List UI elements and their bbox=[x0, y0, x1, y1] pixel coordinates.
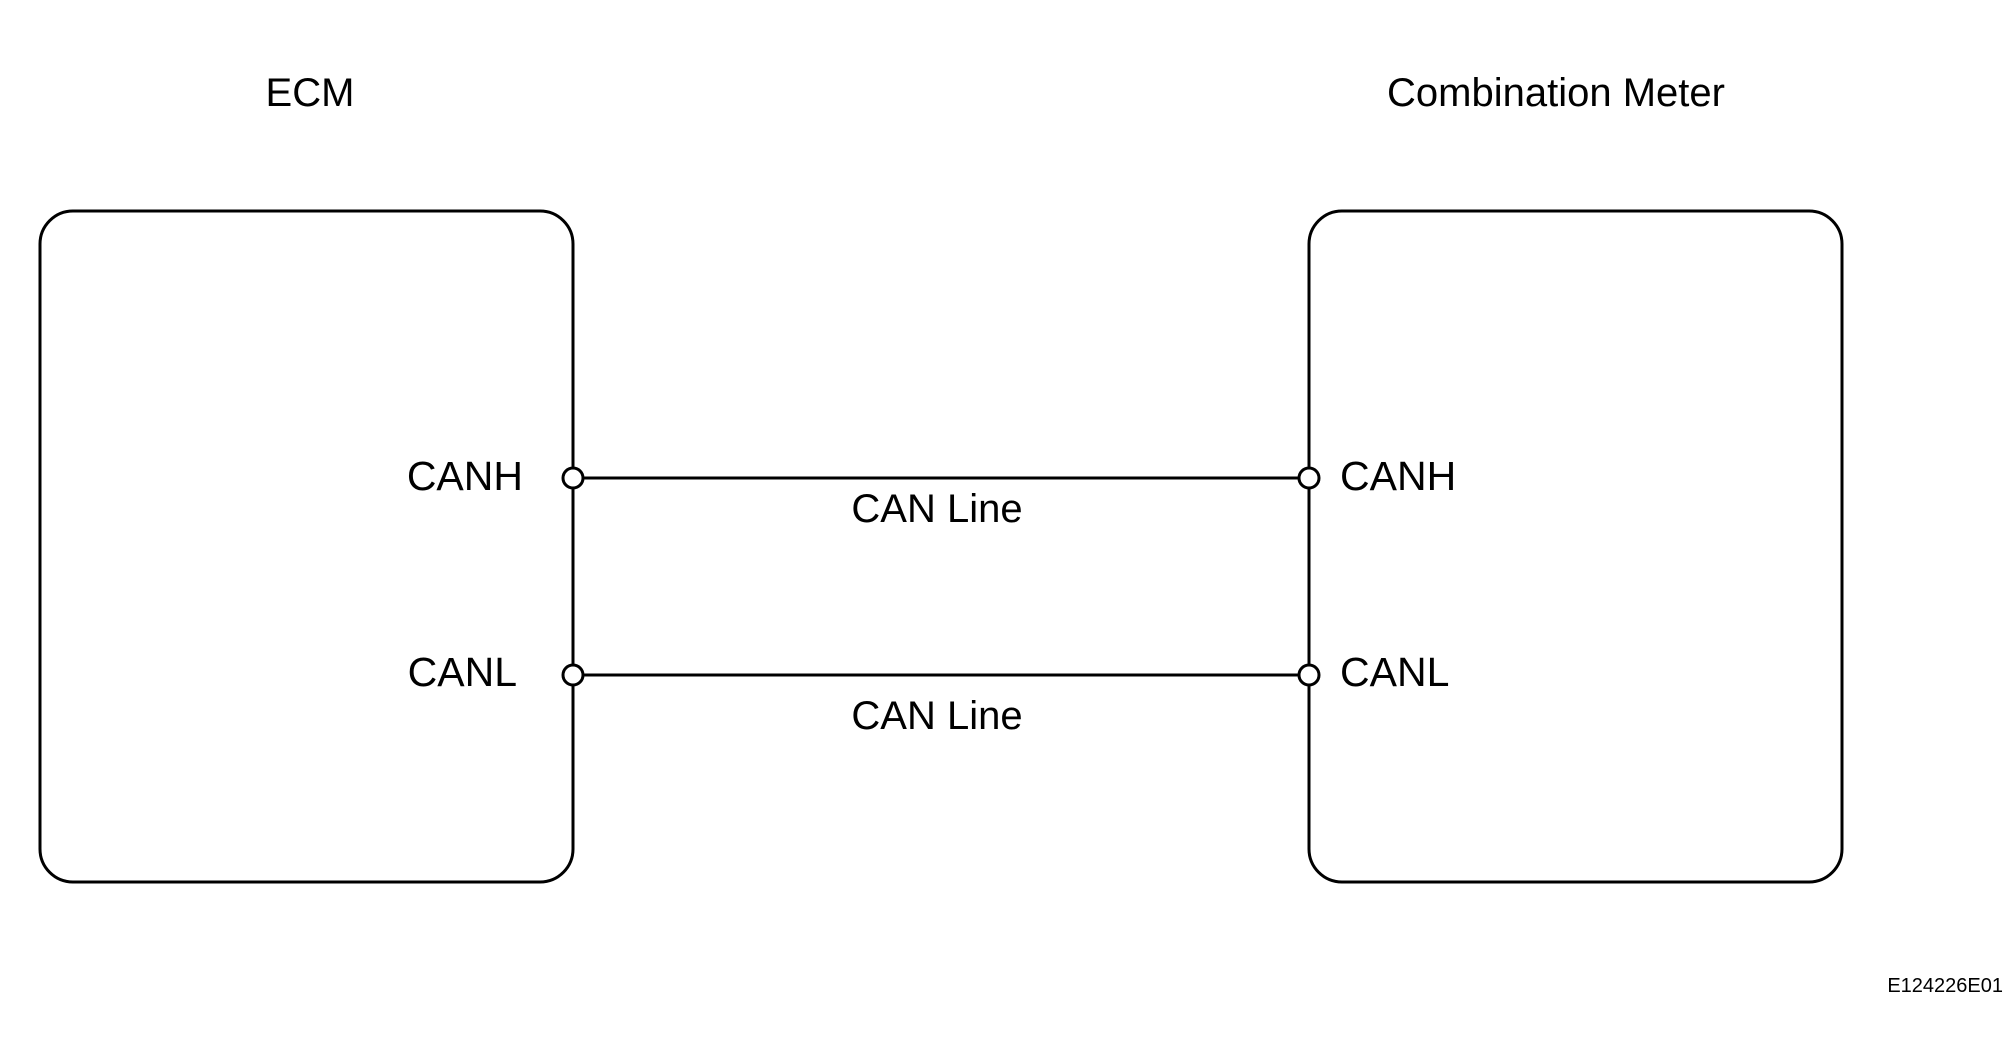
meter-canh-pin-label: CANH bbox=[1340, 453, 1456, 499]
ecm-box bbox=[38, 209, 575, 884]
ecm-canl-pin-label: CANL bbox=[408, 649, 517, 695]
ecm-canh-pin-label: CANH bbox=[407, 453, 523, 499]
can-line-low-label: CAN Line bbox=[851, 694, 1022, 738]
ecm-component: ECM CANH CANL bbox=[38, 71, 575, 884]
figure-code: E124226E01 bbox=[1887, 975, 2003, 997]
can-line-high: CAN Line bbox=[561, 466, 1321, 531]
can-line-high-label: CAN Line bbox=[851, 487, 1022, 531]
ecm-canl-terminal bbox=[561, 663, 585, 687]
meter-canl-pin-label: CANL bbox=[1340, 649, 1449, 695]
ecm-title: ECM bbox=[266, 71, 355, 115]
meter-canh-terminal bbox=[1297, 466, 1321, 490]
combination-meter-box bbox=[1307, 209, 1844, 884]
meter-canl-terminal bbox=[1297, 663, 1321, 687]
combination-meter-component: Combination Meter CANH CANL bbox=[1307, 71, 1844, 884]
can-line-low: CAN Line bbox=[561, 663, 1321, 738]
combination-meter-title: Combination Meter bbox=[1387, 71, 1725, 115]
ecm-canh-terminal bbox=[561, 466, 585, 490]
